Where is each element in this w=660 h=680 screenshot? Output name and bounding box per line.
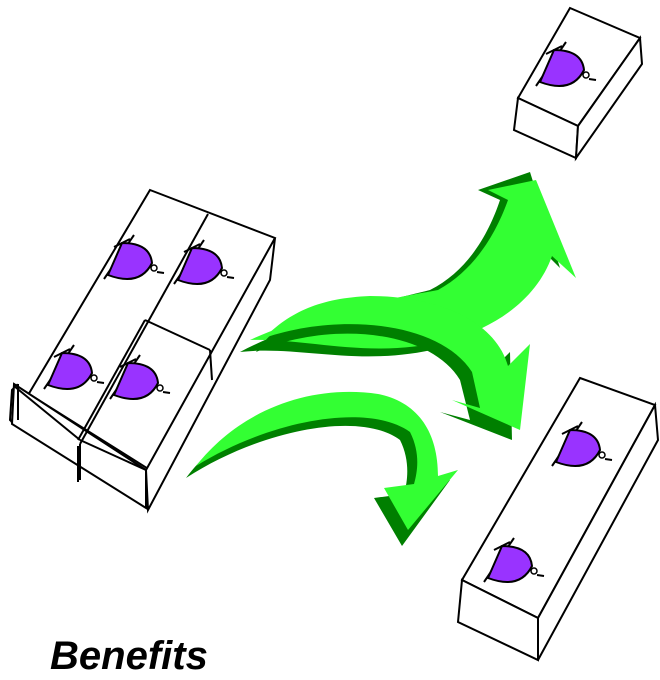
caption-benefits: Benefits	[50, 634, 208, 678]
arrow-2	[264, 296, 530, 430]
top-right-block	[512, 6, 644, 162]
arrow-1	[250, 180, 576, 349]
arrow-3	[196, 391, 458, 530]
left-block	[8, 188, 277, 514]
